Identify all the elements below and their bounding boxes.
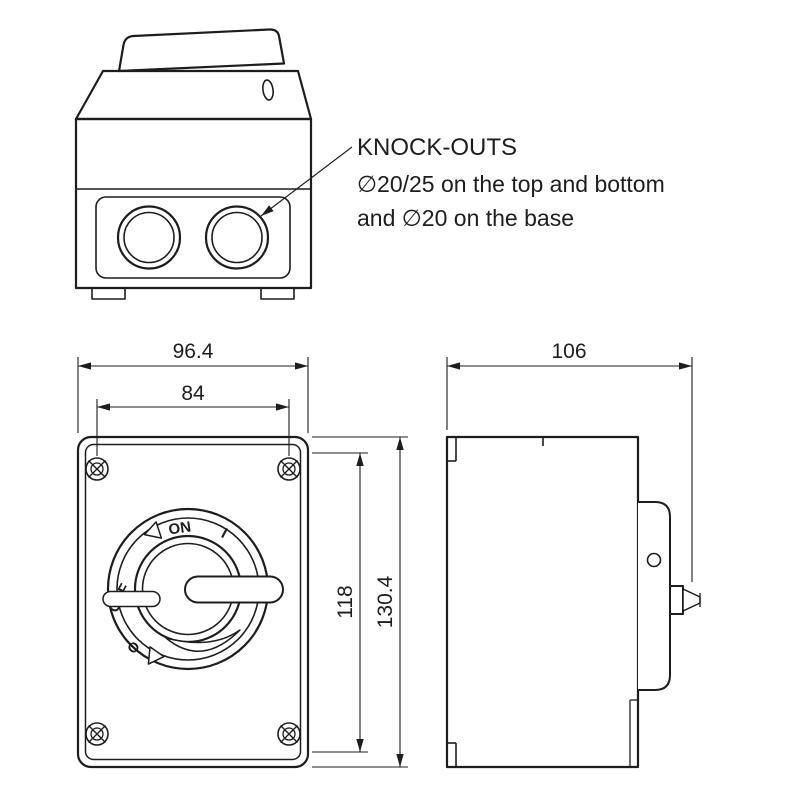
dim-depth: 106 [446, 340, 693, 582]
dim-width-holes: 84 [96, 382, 290, 456]
foot-right [260, 287, 295, 300]
annotation-heading: KNOCK-OUTS [357, 134, 517, 161]
annotation-line1: ∅20/25 on the top and bottom [357, 171, 665, 197]
front-dimensions: 96.4 84 118 130.4 [77, 340, 408, 768]
screw-bottom-right [277, 722, 301, 746]
switch-handle [184, 575, 284, 604]
rotation-arrow-bottom-icon [147, 646, 165, 665]
cap-detail-hole [262, 79, 274, 101]
on-label: ON [167, 519, 192, 539]
base-step [629, 699, 638, 767]
knockout-annotation: KNOCK-OUTS ∅20/25 on the top and bottom … [260, 134, 665, 231]
enclosure-body [74, 117, 313, 290]
leader-line [260, 146, 353, 217]
knockout-right [204, 205, 270, 270]
dim-label-height-outer: 130.4 [374, 575, 397, 628]
handle-shaft [669, 585, 684, 615]
dim-width-outer: 96.4 [77, 340, 309, 433]
knob-grip-shadow [165, 629, 241, 652]
rotation-arrow-top-icon [143, 521, 163, 539]
side-bezel-profile [638, 501, 671, 691]
mounting-tab-top [447, 437, 457, 462]
handle-lock-slot [102, 590, 161, 608]
side-body [445, 435, 640, 769]
annotation-line2: and ∅20 on the base [357, 205, 574, 231]
screw-top-right [277, 457, 301, 481]
side-view: 106 [445, 340, 701, 769]
dim-label-width-holes: 84 [181, 382, 205, 405]
on-symbol: I [218, 525, 230, 542]
front-outer-body [76, 435, 310, 769]
front-view: ON I OFF O [76, 435, 310, 769]
bezel-face-hole [646, 552, 662, 568]
dim-label-height-inner: 118 [334, 585, 357, 618]
screw-bottom-left [85, 722, 109, 746]
mounting-tab-bottom [447, 742, 457, 767]
dim-height-inner: 118 [312, 452, 368, 753]
enclosure-cap [74, 69, 313, 121]
dim-label-width-outer: 96.4 [173, 340, 214, 363]
top-view [74, 28, 313, 300]
knockout-left [116, 205, 182, 270]
dim-label-depth: 106 [551, 340, 586, 363]
front-inner-lid [84, 443, 302, 761]
foot-left [91, 287, 126, 300]
dim-height-outer: 130.4 [312, 436, 408, 768]
handle-blade-profile [682, 588, 701, 612]
switch-lever-top [117, 28, 286, 73]
knockout-panel [95, 196, 291, 279]
screw-top-left [85, 457, 109, 481]
